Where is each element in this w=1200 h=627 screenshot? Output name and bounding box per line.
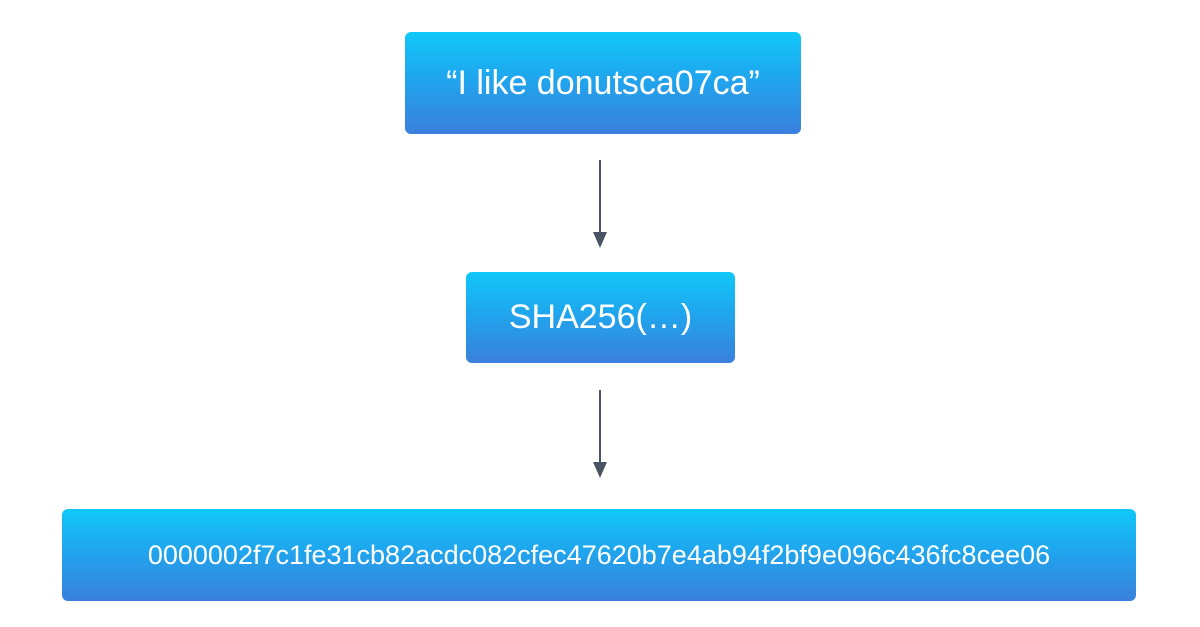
down-arrow-icon (593, 390, 607, 478)
hash-function-box: SHA256(…) (466, 272, 735, 363)
input-string-box: “I like donutsca07ca” (405, 32, 801, 134)
hash-output-label: 0000002f7c1fe31cb82acdc082cfec47620b7e4a… (147, 539, 1051, 570)
down-arrow-icon (593, 160, 607, 248)
hash-function-label: SHA256(…) (508, 298, 693, 336)
input-string-label: “I like donutsca07ca” (446, 63, 760, 102)
hash-output-box: 0000002f7c1fe31cb82acdc082cfec47620b7e4a… (62, 509, 1136, 601)
